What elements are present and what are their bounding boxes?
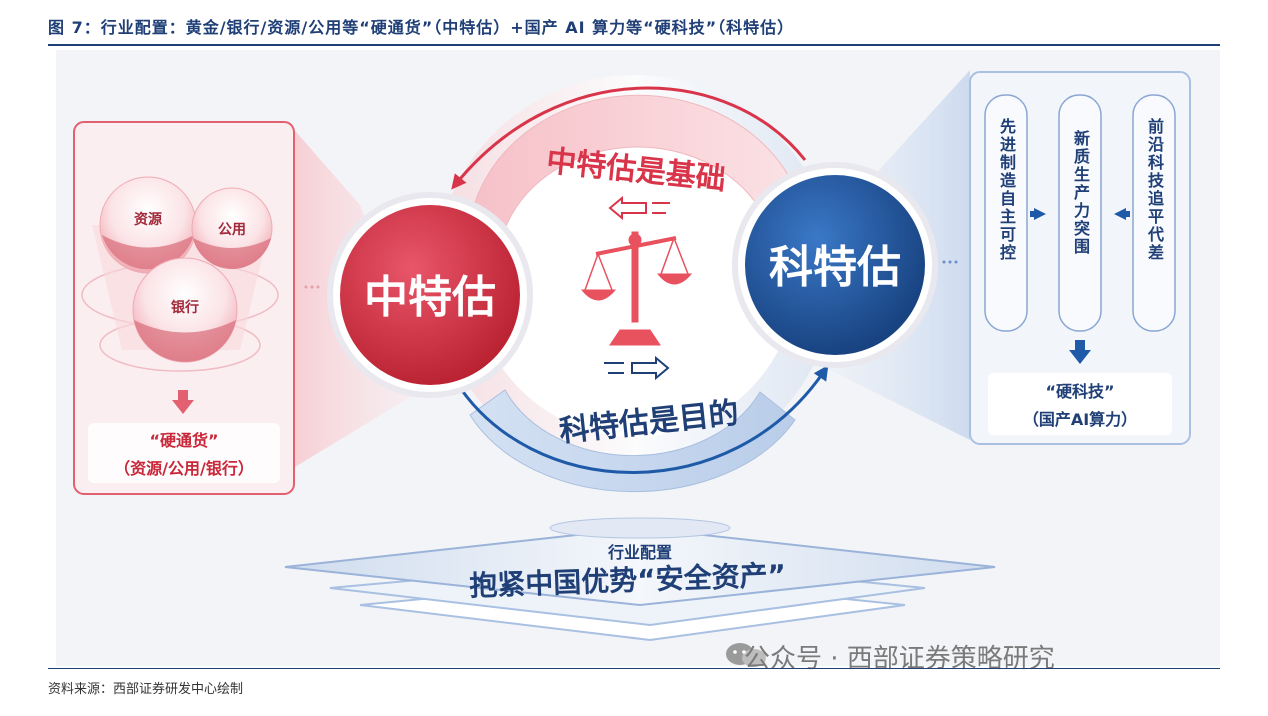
bottom-small-label: 行业配置	[607, 543, 672, 562]
right-column-3	[1132, 94, 1176, 332]
watermark-text: 公众号 · 西部证券策略研究	[744, 644, 1055, 674]
right-caption-line2: （国产AI算力）	[1023, 410, 1137, 429]
left-arrow-icon	[608, 195, 670, 221]
svg-text:银行: 银行	[171, 299, 199, 316]
zhong-te-gu-circle	[340, 205, 520, 385]
right-arrow-icon	[604, 355, 670, 381]
left-caption-line2: （资源/公用/银行）	[114, 459, 254, 478]
bubble-utilities: 公用	[191, 187, 273, 270]
left-arrow-icon-col	[1114, 208, 1130, 220]
down-arrow-icon-left	[172, 390, 194, 414]
right-column-1	[984, 94, 1028, 332]
bottom-blue-arrow	[453, 365, 829, 474]
down-arrow-icon-right	[1069, 340, 1091, 364]
left-connector-arrows	[304, 285, 320, 289]
left-caption-line1: “硬通货”	[149, 431, 218, 450]
footer-rule	[48, 668, 1220, 669]
bottom-ring-top	[549, 517, 731, 539]
right-column-3-text: 前沿科技追平代差	[1145, 118, 1164, 262]
title-rule	[48, 44, 1220, 46]
right-column-2-text: 新质生产力突围	[1071, 130, 1090, 256]
ke-te-gu-label: 科特估	[769, 242, 901, 293]
zhong-te-gu-label: 中特估	[364, 272, 496, 323]
right-caption-line1: “硬科技”	[1045, 382, 1114, 401]
wechat-icon	[726, 643, 766, 667]
figure-title: 图 7：行业配置：黄金/银行/资源/公用等“硬通货”（中特估）+国产 AI 算力…	[48, 18, 795, 37]
balance-scale-icon	[580, 231, 693, 346]
left-caption-box	[88, 423, 280, 483]
right-column-1-text: 先进制造自主可控	[997, 118, 1016, 262]
right-arrow-icon-col	[1030, 208, 1046, 220]
right-caption-box	[988, 373, 1172, 435]
bottom-arc-band	[469, 389, 796, 493]
svg-text:资源: 资源	[134, 211, 162, 228]
right-column-2	[1058, 94, 1102, 332]
ke-te-gu-circle	[745, 175, 925, 355]
right-connector-arrows	[942, 260, 958, 264]
svg-text:公用: 公用	[218, 222, 246, 238]
bubble-banks: 银行	[132, 257, 238, 363]
bottom-plane-1	[284, 526, 996, 607]
source-note: 资料来源：西部证券研发中心绘制	[48, 682, 244, 697]
top-red-arrow	[451, 86, 807, 190]
